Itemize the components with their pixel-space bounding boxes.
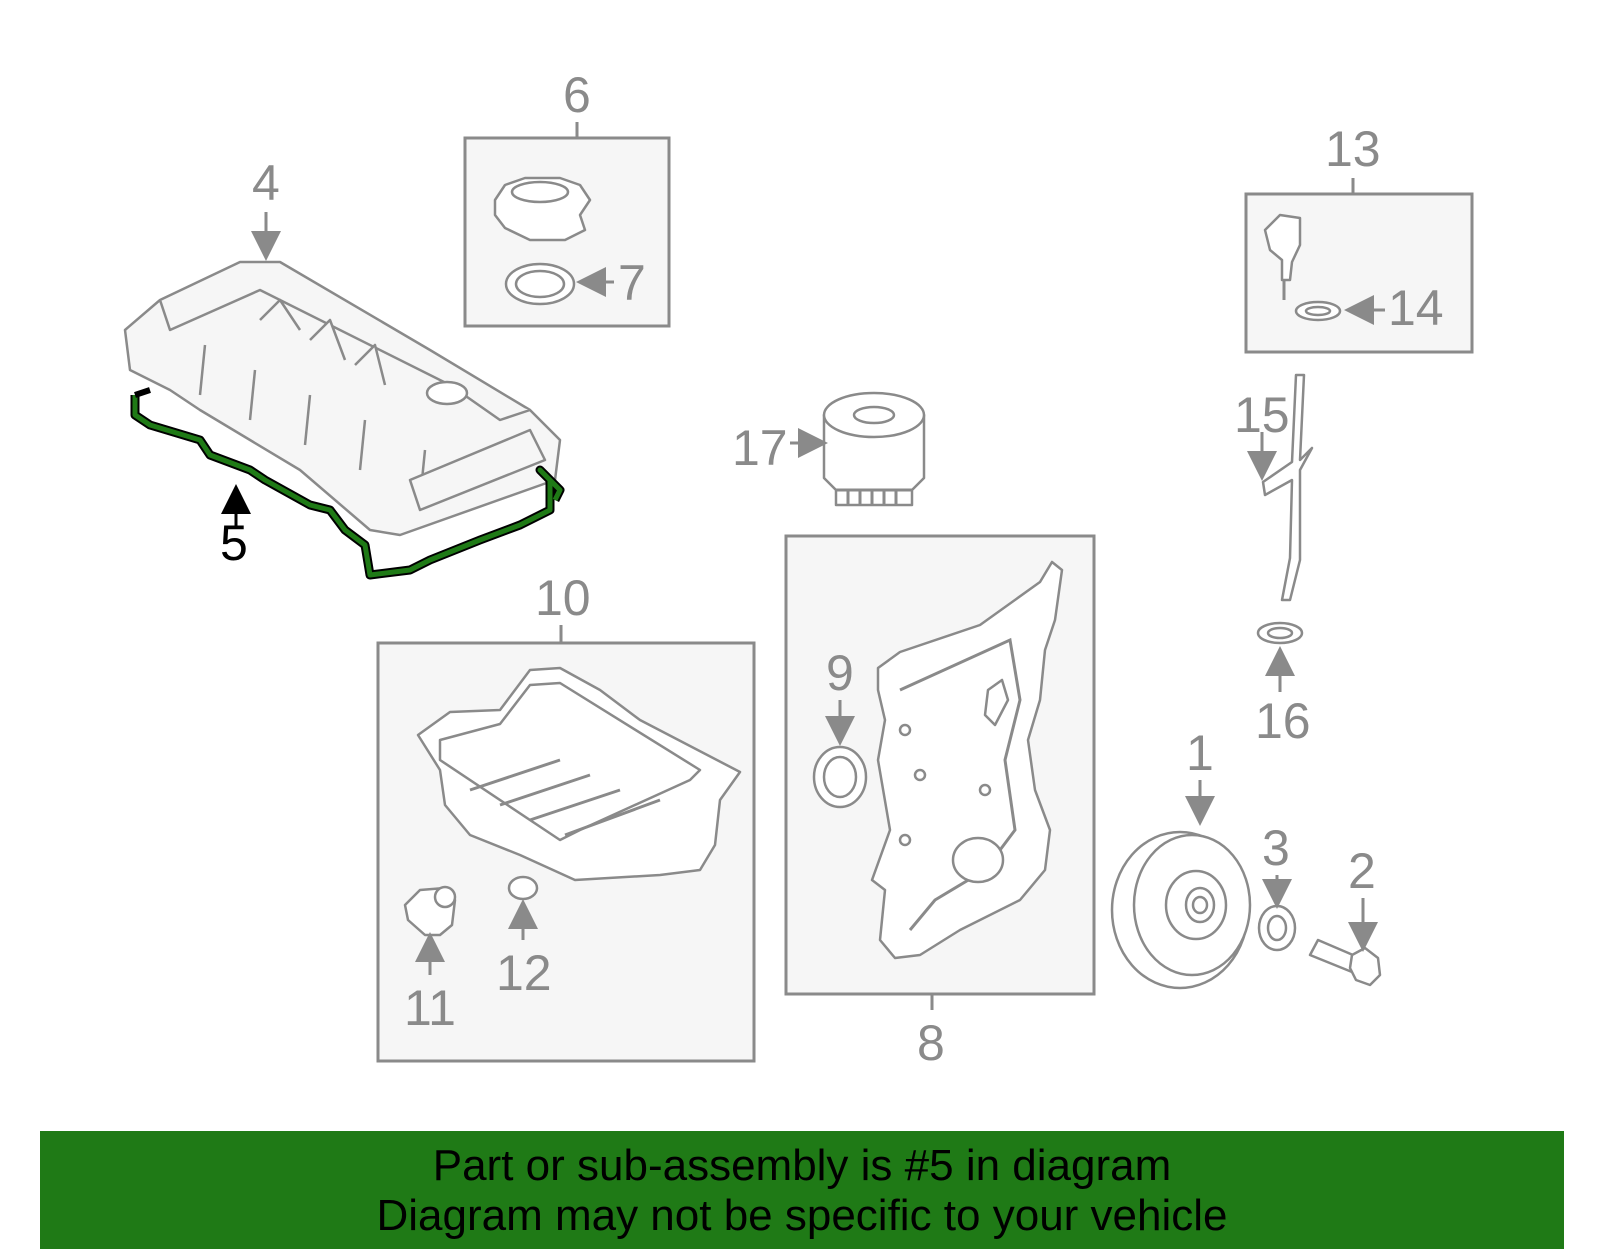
oil-filter-part[interactable] xyxy=(822,391,926,507)
callout-13: 13 xyxy=(1325,121,1381,177)
callout-16: 16 xyxy=(1255,693,1311,749)
callout-8: 8 xyxy=(917,1015,945,1071)
callout-5: 5 xyxy=(220,515,248,571)
dipstick-oring-part[interactable] xyxy=(1294,300,1342,322)
callout-9: 9 xyxy=(826,645,854,701)
crank-pulley-part[interactable] xyxy=(1110,830,1252,990)
callout-14: 14 xyxy=(1388,280,1444,336)
oil-pan-part[interactable] xyxy=(416,666,742,882)
banner-line-2: Diagram may not be specific to your vehi… xyxy=(376,1191,1228,1240)
oil-cap-seal-part[interactable] xyxy=(504,262,576,306)
dipstick-tube-part[interactable] xyxy=(1261,373,1314,602)
callout-10: 10 xyxy=(535,570,591,626)
callout-7: 7 xyxy=(618,255,646,311)
callout-17: 17 xyxy=(732,420,788,476)
callout-12: 12 xyxy=(496,945,552,1001)
drain-plug-part[interactable] xyxy=(403,885,457,937)
timing-cover-part[interactable] xyxy=(870,560,1064,960)
callout-4: 4 xyxy=(252,155,280,211)
oil-filler-cap-part[interactable] xyxy=(493,176,592,242)
dipstick-handle-part[interactable] xyxy=(1263,213,1302,300)
parts-diagram: 4 5 6 7 13 14 15 16 xyxy=(123,67,1474,1071)
gasket-highlight xyxy=(132,395,563,578)
callout-15: 15 xyxy=(1234,387,1290,443)
callout-6: 6 xyxy=(563,67,591,123)
tube-oring-part[interactable] xyxy=(1256,621,1304,645)
callout-2: 2 xyxy=(1348,843,1376,899)
info-banner: Part or sub-assembly is #5 in diagram Di… xyxy=(40,1131,1564,1249)
callout-3: 3 xyxy=(1262,820,1290,876)
pulley-washer-part[interactable] xyxy=(1257,904,1297,952)
banner-line-1: Part or sub-assembly is #5 in diagram xyxy=(432,1141,1172,1190)
callout-1: 1 xyxy=(1186,725,1214,781)
callout-11: 11 xyxy=(404,980,456,1036)
drain-plug-gasket-part[interactable] xyxy=(507,875,539,901)
front-crank-seal-part[interactable] xyxy=(812,745,868,809)
pulley-bolt-part[interactable] xyxy=(1308,938,1382,987)
valve-cover-part[interactable] xyxy=(123,260,562,537)
